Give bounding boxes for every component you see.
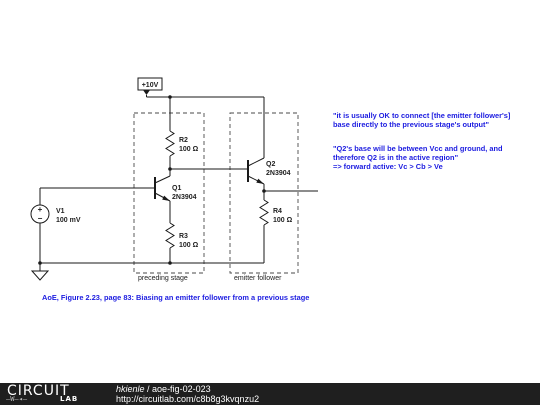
voltage-source-v1[interactable]: + − bbox=[30, 187, 155, 263]
transistor-q2[interactable] bbox=[247, 97, 265, 200]
r2-value: 100 Ω bbox=[179, 146, 199, 153]
q2-name: Q2 bbox=[266, 161, 275, 168]
logo-symbol-icon: —W—◂— bbox=[6, 395, 28, 403]
resistor-r4[interactable] bbox=[259, 199, 269, 263]
v1-plus-sign: + bbox=[38, 205, 43, 214]
q1-part: 2N3904 bbox=[172, 194, 197, 201]
circuitlab-logo-sub: LAB bbox=[60, 395, 79, 403]
r4-value: 100 Ω bbox=[273, 217, 293, 224]
preceding-stage-box bbox=[133, 112, 205, 274]
schematic-canvas: +10V R2 100 Ω Q1 2N3904 R3 100 Ω + bbox=[30, 77, 511, 302]
circuitlab-logo[interactable]: CIRCUIT bbox=[7, 383, 70, 399]
ground-rail-wire bbox=[38, 261, 264, 271]
title-separator: / bbox=[144, 384, 153, 394]
resistor-r2[interactable] bbox=[165, 97, 175, 169]
footer-bar: CIRCUIT —W—◂— LAB hkienle / aoe-fig-02-0… bbox=[0, 383, 540, 405]
author-link[interactable]: hkienle bbox=[116, 384, 145, 394]
r3-name: R3 bbox=[179, 233, 188, 240]
transistor-q1[interactable] bbox=[154, 167, 172, 223]
emitter-follower-stage-label: emitter follower bbox=[234, 275, 282, 282]
r2-name: R2 bbox=[179, 137, 188, 144]
note2-line2: therefore Q2 is in the active region" bbox=[333, 153, 459, 162]
preceding-stage-label: preceding stage bbox=[138, 275, 188, 282]
q2-part: 2N3904 bbox=[266, 170, 291, 177]
circuit-name[interactable]: aoe-fig-02-023 bbox=[152, 384, 211, 394]
r4-name: R4 bbox=[273, 208, 282, 215]
note2-line1: "Q2's base will be between Vcc and groun… bbox=[333, 144, 503, 153]
note1-line1: "it is usually OK to connect [the emitte… bbox=[333, 111, 511, 120]
top-rail-wire bbox=[146, 95, 264, 99]
note2-line3: => forward active: Vc > Cb > Ve bbox=[333, 162, 443, 171]
annotation-note-2: "Q2's base will be between Vcc and groun… bbox=[333, 144, 503, 171]
supply-label: +10V bbox=[142, 82, 159, 89]
emitter-follower-stage-box bbox=[229, 112, 299, 274]
ground-symbol bbox=[30, 270, 50, 281]
q1-name: Q1 bbox=[172, 185, 181, 192]
footer-title: hkienle / aoe-fig-02-023 bbox=[116, 384, 211, 394]
figure-caption: AoE, Figure 2.23, page 83: Biasing an em… bbox=[42, 293, 309, 302]
supply-node[interactable]: +10V bbox=[137, 77, 163, 95]
v1-name: V1 bbox=[56, 208, 65, 215]
circuit-url-link[interactable]: http://circuitlab.com/c8b8g3kvqnzu2 bbox=[116, 394, 260, 404]
v1-value: 100 mV bbox=[56, 217, 81, 224]
v1-minus-sign: − bbox=[38, 214, 43, 223]
resistor-r3[interactable] bbox=[165, 222, 175, 265]
r3-value: 100 Ω bbox=[179, 242, 199, 249]
note1-line2: base directly to the previous stage's ou… bbox=[333, 120, 489, 129]
annotation-note-1: "it is usually OK to connect [the emitte… bbox=[333, 111, 511, 129]
output-wire bbox=[262, 189, 318, 193]
